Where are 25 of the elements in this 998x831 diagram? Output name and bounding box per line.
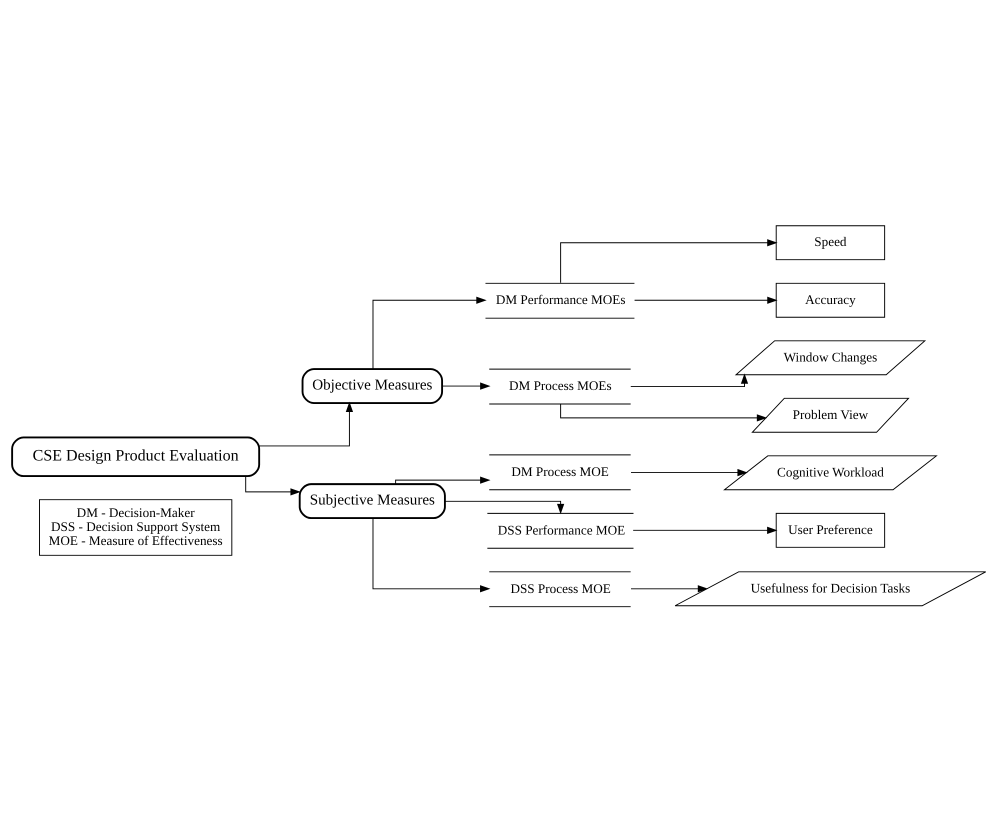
node-box: Accuracy	[776, 282, 886, 318]
node-text: DM Performance MOEs	[496, 292, 626, 307]
node-text: DM Process MOE	[511, 463, 609, 478]
arrow	[634, 296, 778, 304]
arrow	[630, 372, 748, 386]
node-box: Objective Measures	[302, 368, 444, 404]
arrow	[372, 517, 490, 592]
arrow	[245, 475, 301, 496]
arrow	[442, 382, 491, 390]
arrow	[444, 500, 564, 514]
node-box: User Preference	[776, 512, 886, 548]
node-box: DM - Decision-Maker DSS - Decision Support System MOE - Measure of Effectiveness	[39, 498, 232, 556]
node-text: DSS Performance MOE	[498, 522, 626, 537]
arrow	[372, 296, 487, 369]
node-text: DM Process MOEs	[509, 378, 612, 393]
arrow	[630, 584, 708, 592]
arrow	[632, 526, 778, 534]
node-text: DSS Process MOE	[510, 580, 611, 596]
arrow	[258, 401, 354, 446]
node-box: CSE Design Product Evaluation	[11, 436, 260, 477]
arrow	[560, 238, 778, 283]
arrow	[395, 476, 490, 484]
node-box: Speed	[776, 224, 886, 260]
node-box: Subjective Measures	[298, 482, 446, 519]
arrow	[630, 468, 748, 476]
